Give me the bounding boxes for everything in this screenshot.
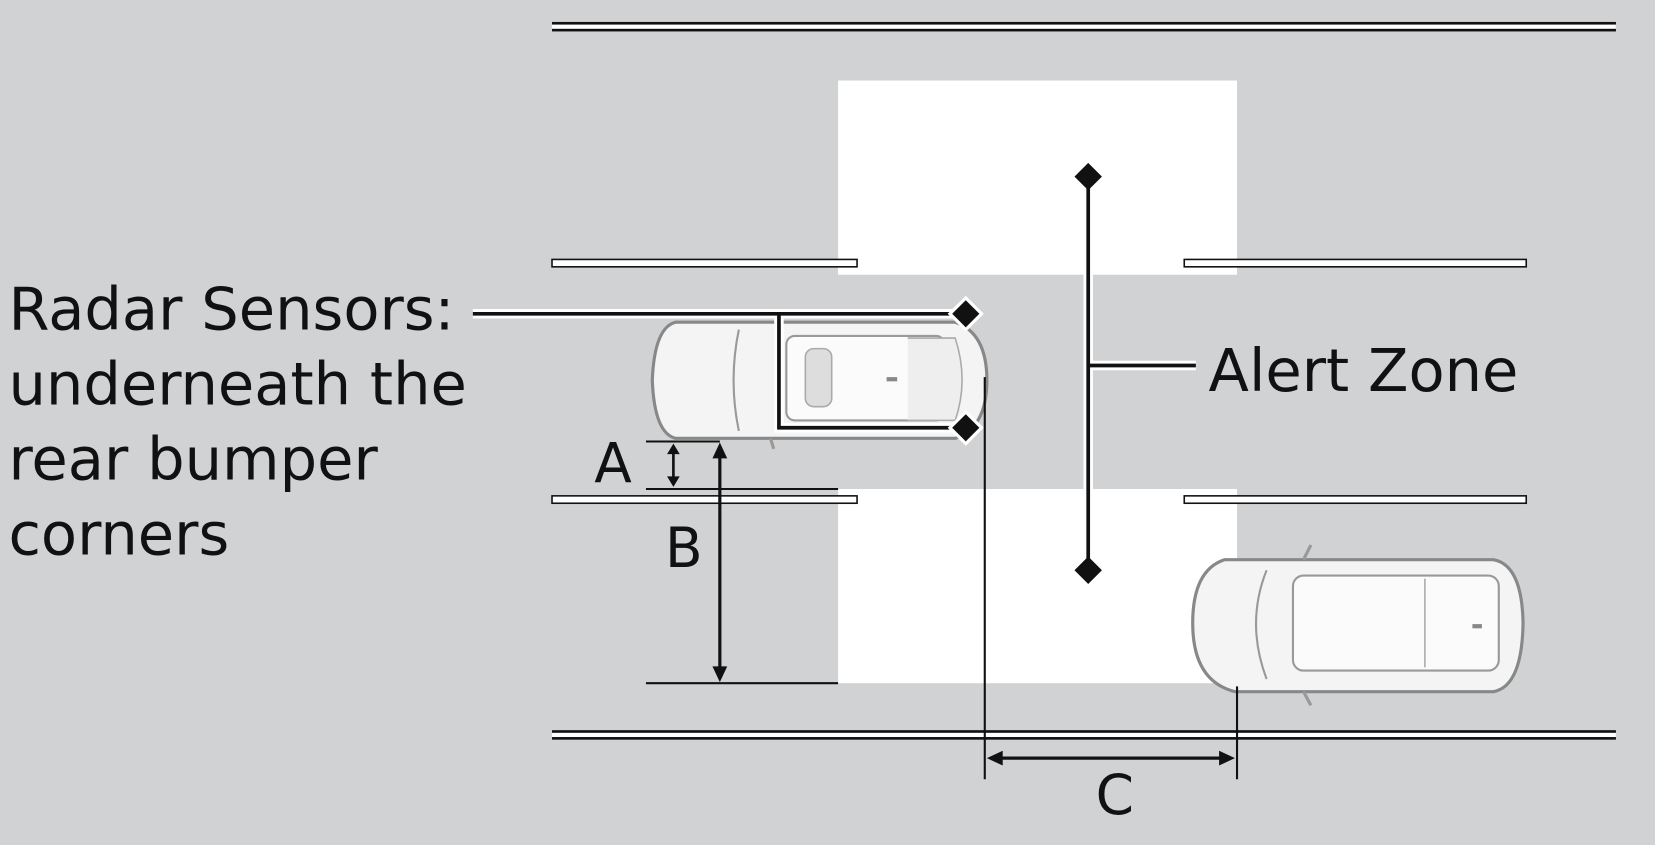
radar-sensors-label-line3: rear bumper [8, 424, 378, 493]
crossing-car-icon [1191, 544, 1525, 707]
dimension-a [645, 440, 839, 491]
road-edge-top [552, 21, 1616, 32]
radar-sensors-label-line2: underneath the [8, 350, 466, 419]
road-edge-bottom [552, 730, 1616, 740]
dimension-c [983, 377, 1239, 780]
dimension-b [645, 442, 839, 685]
dimension-b-label: B [665, 516, 703, 580]
alert-zone-area-bottom [838, 488, 1238, 684]
parking-lines [551, 258, 1528, 505]
radar-sensors-label-line1: Radar Sensors: [8, 275, 454, 344]
radar-sensors-label-line4: corners [8, 499, 229, 568]
radar-sensor-marker-right [947, 409, 984, 446]
dimension-a-label: A [594, 432, 632, 496]
radar-sensor-marker-left [947, 295, 984, 332]
parked-car-icon [650, 320, 989, 450]
alert-zone-area-top [838, 80, 1238, 275]
radar-sensor-callout [472, 295, 984, 446]
dimension-c-label: C [1096, 763, 1134, 827]
alert-zone-label: Alert Zone [1209, 336, 1519, 405]
